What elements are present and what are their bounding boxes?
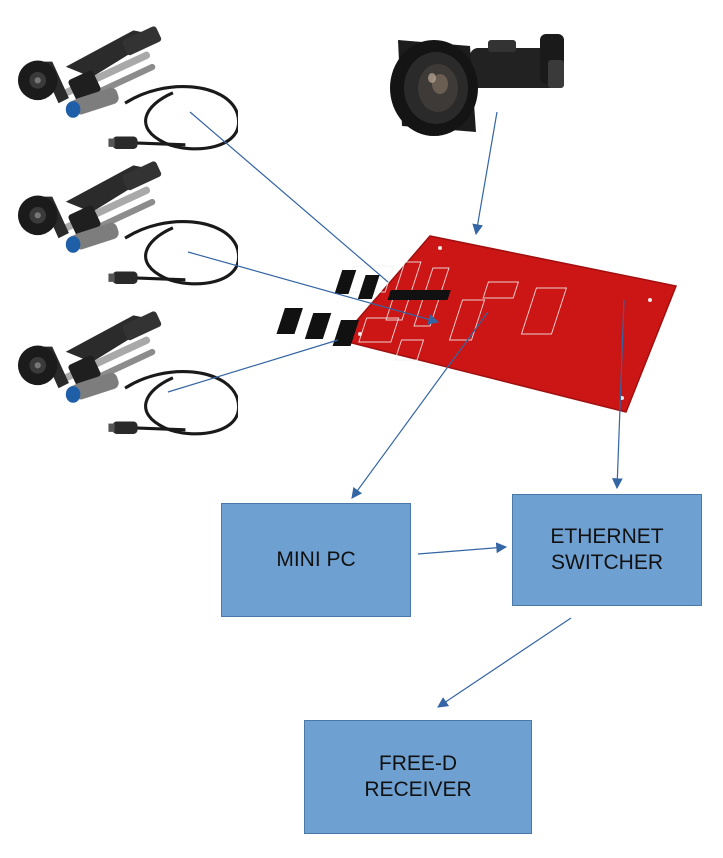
- mini-pc-box: MINI PC: [221, 503, 411, 617]
- camera-lens-image: [390, 34, 564, 136]
- connector-pcb-to-mini-pc: [351, 311, 489, 499]
- encoder-image-3: [16, 308, 238, 436]
- ethernet-switcher-box: ETHERNET SWITCHER: [512, 494, 702, 606]
- encoder-image-1: [16, 23, 238, 151]
- connector-encoder-1-to-pcb: [189, 111, 389, 283]
- encoder-image-2: [16, 158, 238, 286]
- free-d-receiver-box: FREE-D RECEIVER: [304, 720, 532, 834]
- connector-mini-pc-to-ethernet: [417, 542, 508, 555]
- connector-ethernet-to-free-d: [437, 617, 572, 708]
- free-d-receiver-label: FREE-D RECEIVER: [364, 751, 472, 801]
- connector-encoder-2-to-pcb: [187, 251, 440, 325]
- connector-camera-to-pcb: [472, 111, 498, 236]
- ethernet-switcher-label: ETHERNET SWITCHER: [550, 524, 664, 574]
- connector-pcb-to-ethernet: [611, 299, 625, 490]
- mini-pc-label: MINI PC: [276, 547, 356, 571]
- connector-encoder-3-to-pcb: [167, 339, 339, 393]
- connector-lines: [167, 111, 625, 708]
- pcb-board-image: [276, 235, 678, 413]
